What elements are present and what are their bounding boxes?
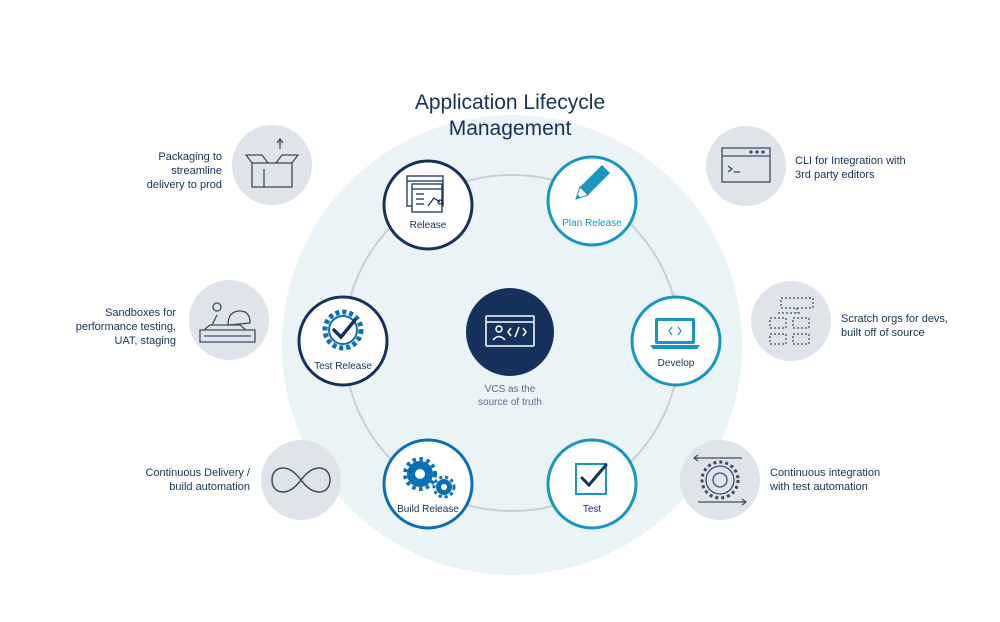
feature-cli-label: CLI for Integration with 3rd party edito…	[795, 154, 965, 182]
feature-sandboxes-line-1: Sandboxes for	[105, 307, 176, 319]
feature-cli-line-2: 3rd party editors	[795, 169, 875, 181]
feature-cli-line-1: CLI for Integration with	[795, 155, 906, 167]
feature-cd-label: Continuous Delivery / build automation	[100, 466, 250, 494]
page-title: Application Lifecycle Management	[360, 90, 660, 142]
stage-test-label: Test	[583, 504, 602, 515]
stage-build-release[interactable]: Build Release	[382, 438, 474, 530]
feature-ci-line-2: with test automation	[770, 481, 868, 493]
feature-packaging-label: Packaging to streamline delivery to prod	[100, 150, 222, 192]
sandbox-icon	[199, 302, 256, 343]
feature-packaging-line-3: delivery to prod	[146, 179, 222, 191]
gears-icon	[403, 457, 456, 499]
feature-cd-line-2: build automation	[169, 481, 250, 493]
feature-sandboxes-label: Sandboxes for performance testing, UAT, …	[40, 306, 176, 348]
pencil-icon	[575, 165, 610, 200]
terminal-icon	[721, 147, 771, 183]
feature-scratch-line-2: built off of source	[841, 327, 925, 339]
stage-develop[interactable]: Develop	[630, 295, 722, 387]
stage-develop-label: Develop	[658, 358, 695, 369]
feature-sandboxes-line-2: performance testing,	[75, 321, 176, 333]
stage-plan-release-label: Plan Release	[562, 218, 622, 229]
release-dashboard-icon	[406, 175, 444, 213]
stage-plan-release[interactable]: Plan Release	[546, 155, 638, 247]
title-line-1: Application Lifecycle	[414, 91, 606, 114]
feature-sandboxes	[189, 280, 269, 360]
stage-test-release-label: Test Release	[314, 361, 372, 372]
center-caption-line-2: source of truth	[478, 397, 542, 408]
stage-release-label: Release	[410, 220, 447, 231]
feature-cd-line-1: Continuous Delivery /	[145, 467, 250, 479]
checkbox-icon	[575, 463, 608, 495]
feature-scratch-line-1: Scratch orgs for devs,	[841, 313, 948, 325]
stage-build-release-label: Build Release	[397, 504, 459, 515]
infinity-icon	[271, 467, 331, 493]
feature-sandboxes-line-3: UAT, staging	[114, 335, 176, 347]
feature-ci	[680, 440, 760, 520]
stage-test[interactable]: Test	[546, 438, 638, 530]
feature-scratch-label: Scratch orgs for devs, built off of sour…	[841, 312, 991, 340]
feature-packaging-line-1: Packaging to	[158, 151, 222, 163]
center-caption-line-1: VCS as the	[484, 384, 536, 395]
feature-scratch	[751, 281, 831, 361]
stage-test-release[interactable]: Test Release	[297, 295, 389, 387]
laptop-code-icon	[650, 318, 700, 349]
code-window-icon	[485, 315, 535, 347]
feature-packaging	[232, 125, 312, 205]
feature-ci-label: Continuous integration with test automat…	[770, 466, 940, 494]
stage-release[interactable]: Release	[382, 159, 474, 251]
box-icon	[244, 137, 300, 188]
gear-check-icon	[322, 309, 364, 351]
center-caption: VCS as the source of truth	[455, 383, 565, 409]
feature-ci-line-1: Continuous integration	[770, 467, 881, 479]
feature-packaging-line-2: streamline	[171, 165, 222, 177]
title-line-2: Management	[448, 117, 572, 140]
center-node	[466, 288, 554, 376]
feature-cd	[261, 440, 341, 520]
feature-cli	[706, 126, 786, 206]
gear-cycle-icon	[692, 454, 748, 506]
org-chart-icon	[769, 297, 814, 345]
